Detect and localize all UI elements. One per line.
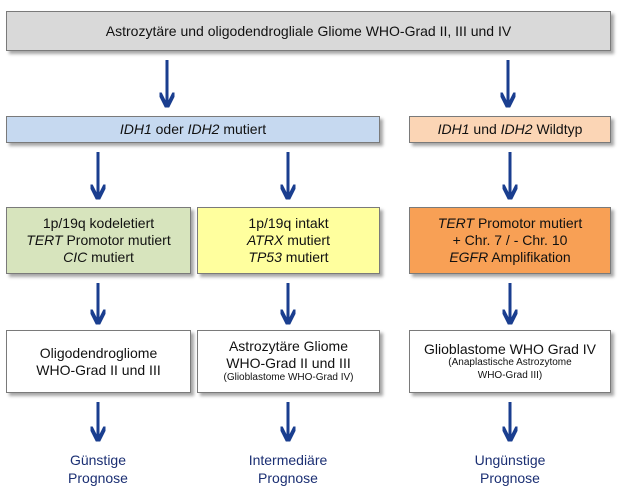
idh2-gene: IDH2: [187, 121, 220, 138]
gbm-markers-box: TERT Promotor mutiert + Chr. 7 / - Chr. …: [409, 207, 611, 274]
astro-result-box: Astrozytäre Gliome WHO-Grad II und III (…: [197, 330, 380, 393]
prognosis-good: Günstige Prognose: [68, 452, 128, 486]
astro-markers-box: 1p/19q intakt ATRX mutiert TP53 mutiert: [197, 207, 380, 274]
idh1-gene-wt: IDH1: [437, 121, 470, 138]
prognosis-bad: Ungünstige Prognose: [474, 452, 546, 486]
header-box: Astrozytäre und oligodendrogliale Gliome…: [6, 11, 611, 51]
header-text: Astrozytäre und oligodendrogliale Gliome…: [105, 22, 512, 39]
prognosis-intermediate: Intermediäre Prognose: [248, 452, 328, 486]
oligo-markers-box: 1p/19q kodeletiert TERT Promotor mutiert…: [6, 207, 191, 274]
idh1-gene: IDH1: [119, 121, 152, 138]
idh-wildtype-box: IDH1 und IDH2 Wildtyp: [409, 116, 611, 143]
idh2-gene-wt: IDH2: [500, 121, 533, 138]
gbm-result-box: Glioblastome WHO Grad IV (Anaplastische …: [409, 330, 611, 393]
idh-mutated-box: IDH1 oder IDH2 mutiert: [6, 116, 380, 143]
oligo-result-box: Oligodendrogliome WHO-Grad II und III: [6, 330, 191, 393]
